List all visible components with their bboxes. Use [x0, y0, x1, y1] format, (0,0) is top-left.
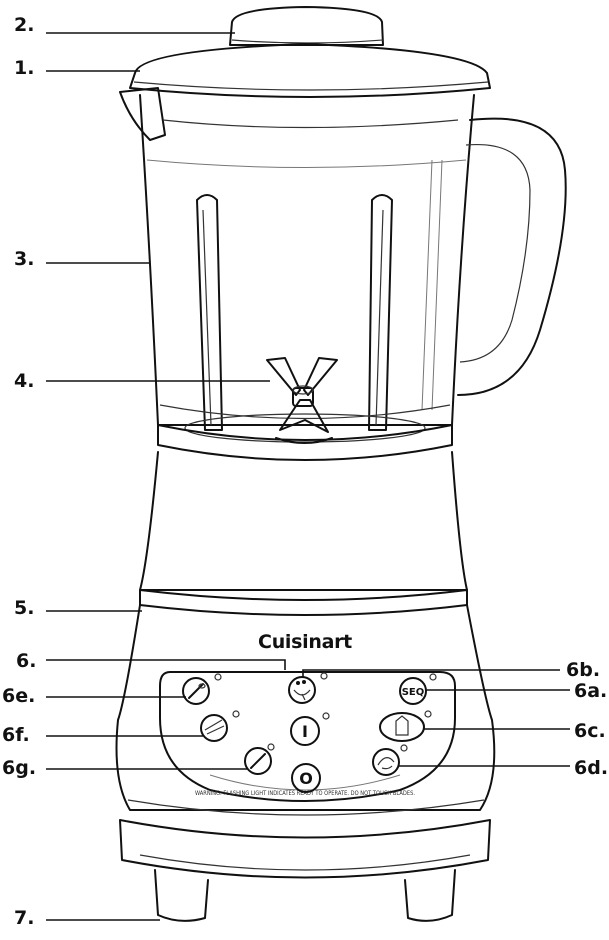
callout-6: 6.: [16, 650, 36, 672]
callout-6b: 6b.: [566, 659, 600, 681]
callout-7: 7.: [14, 907, 34, 929]
button-6c-crush[interactable]: [379, 710, 432, 742]
off-label: O: [299, 769, 313, 788]
callout-3: 3.: [14, 248, 34, 270]
button-on[interactable]: I: [290, 712, 330, 746]
button-6g-puree[interactable]: [244, 743, 275, 775]
seq-label: SEQ: [402, 687, 425, 698]
button-6b-mix[interactable]: [288, 672, 328, 704]
control-panel: WARNING: FLASHING LIGHT INDICATES READY …: [159, 671, 456, 802]
motor-base: [115, 451, 496, 922]
brand-logo: Cuisinart: [258, 631, 352, 653]
blender-jar: [119, 87, 567, 461]
callout-2: 2.: [14, 14, 34, 36]
button-6e-stir[interactable]: [182, 673, 222, 705]
callout-labels: 2. 1. 3. 4. 5. 6. 6e. 6f. 6g. 7. 6b. 6a.…: [2, 14, 608, 929]
callout-5: 5.: [14, 597, 34, 619]
button-6d-frappe[interactable]: [372, 744, 408, 776]
callout-6a: 6a.: [574, 680, 607, 702]
callout-4: 4.: [14, 370, 34, 392]
callout-1: 1.: [14, 57, 34, 79]
button-6a-seq[interactable]: SEQ: [399, 673, 437, 705]
callout-6e: 6e.: [2, 685, 35, 707]
callout-6g: 6g.: [2, 757, 36, 779]
button-off[interactable]: O: [291, 763, 321, 793]
button-6f-chop[interactable]: [200, 710, 240, 742]
on-label: I: [302, 722, 308, 741]
callout-6f: 6f.: [2, 724, 30, 746]
callout-6c: 6c.: [574, 720, 606, 742]
leader-lines: [46, 32, 570, 921]
blade-assembly: [266, 357, 338, 444]
blender-lid: [129, 6, 491, 98]
panel-warning-text: WARNING: FLASHING LIGHT INDICATES READY …: [195, 790, 415, 797]
callout-6d: 6d.: [574, 757, 608, 779]
